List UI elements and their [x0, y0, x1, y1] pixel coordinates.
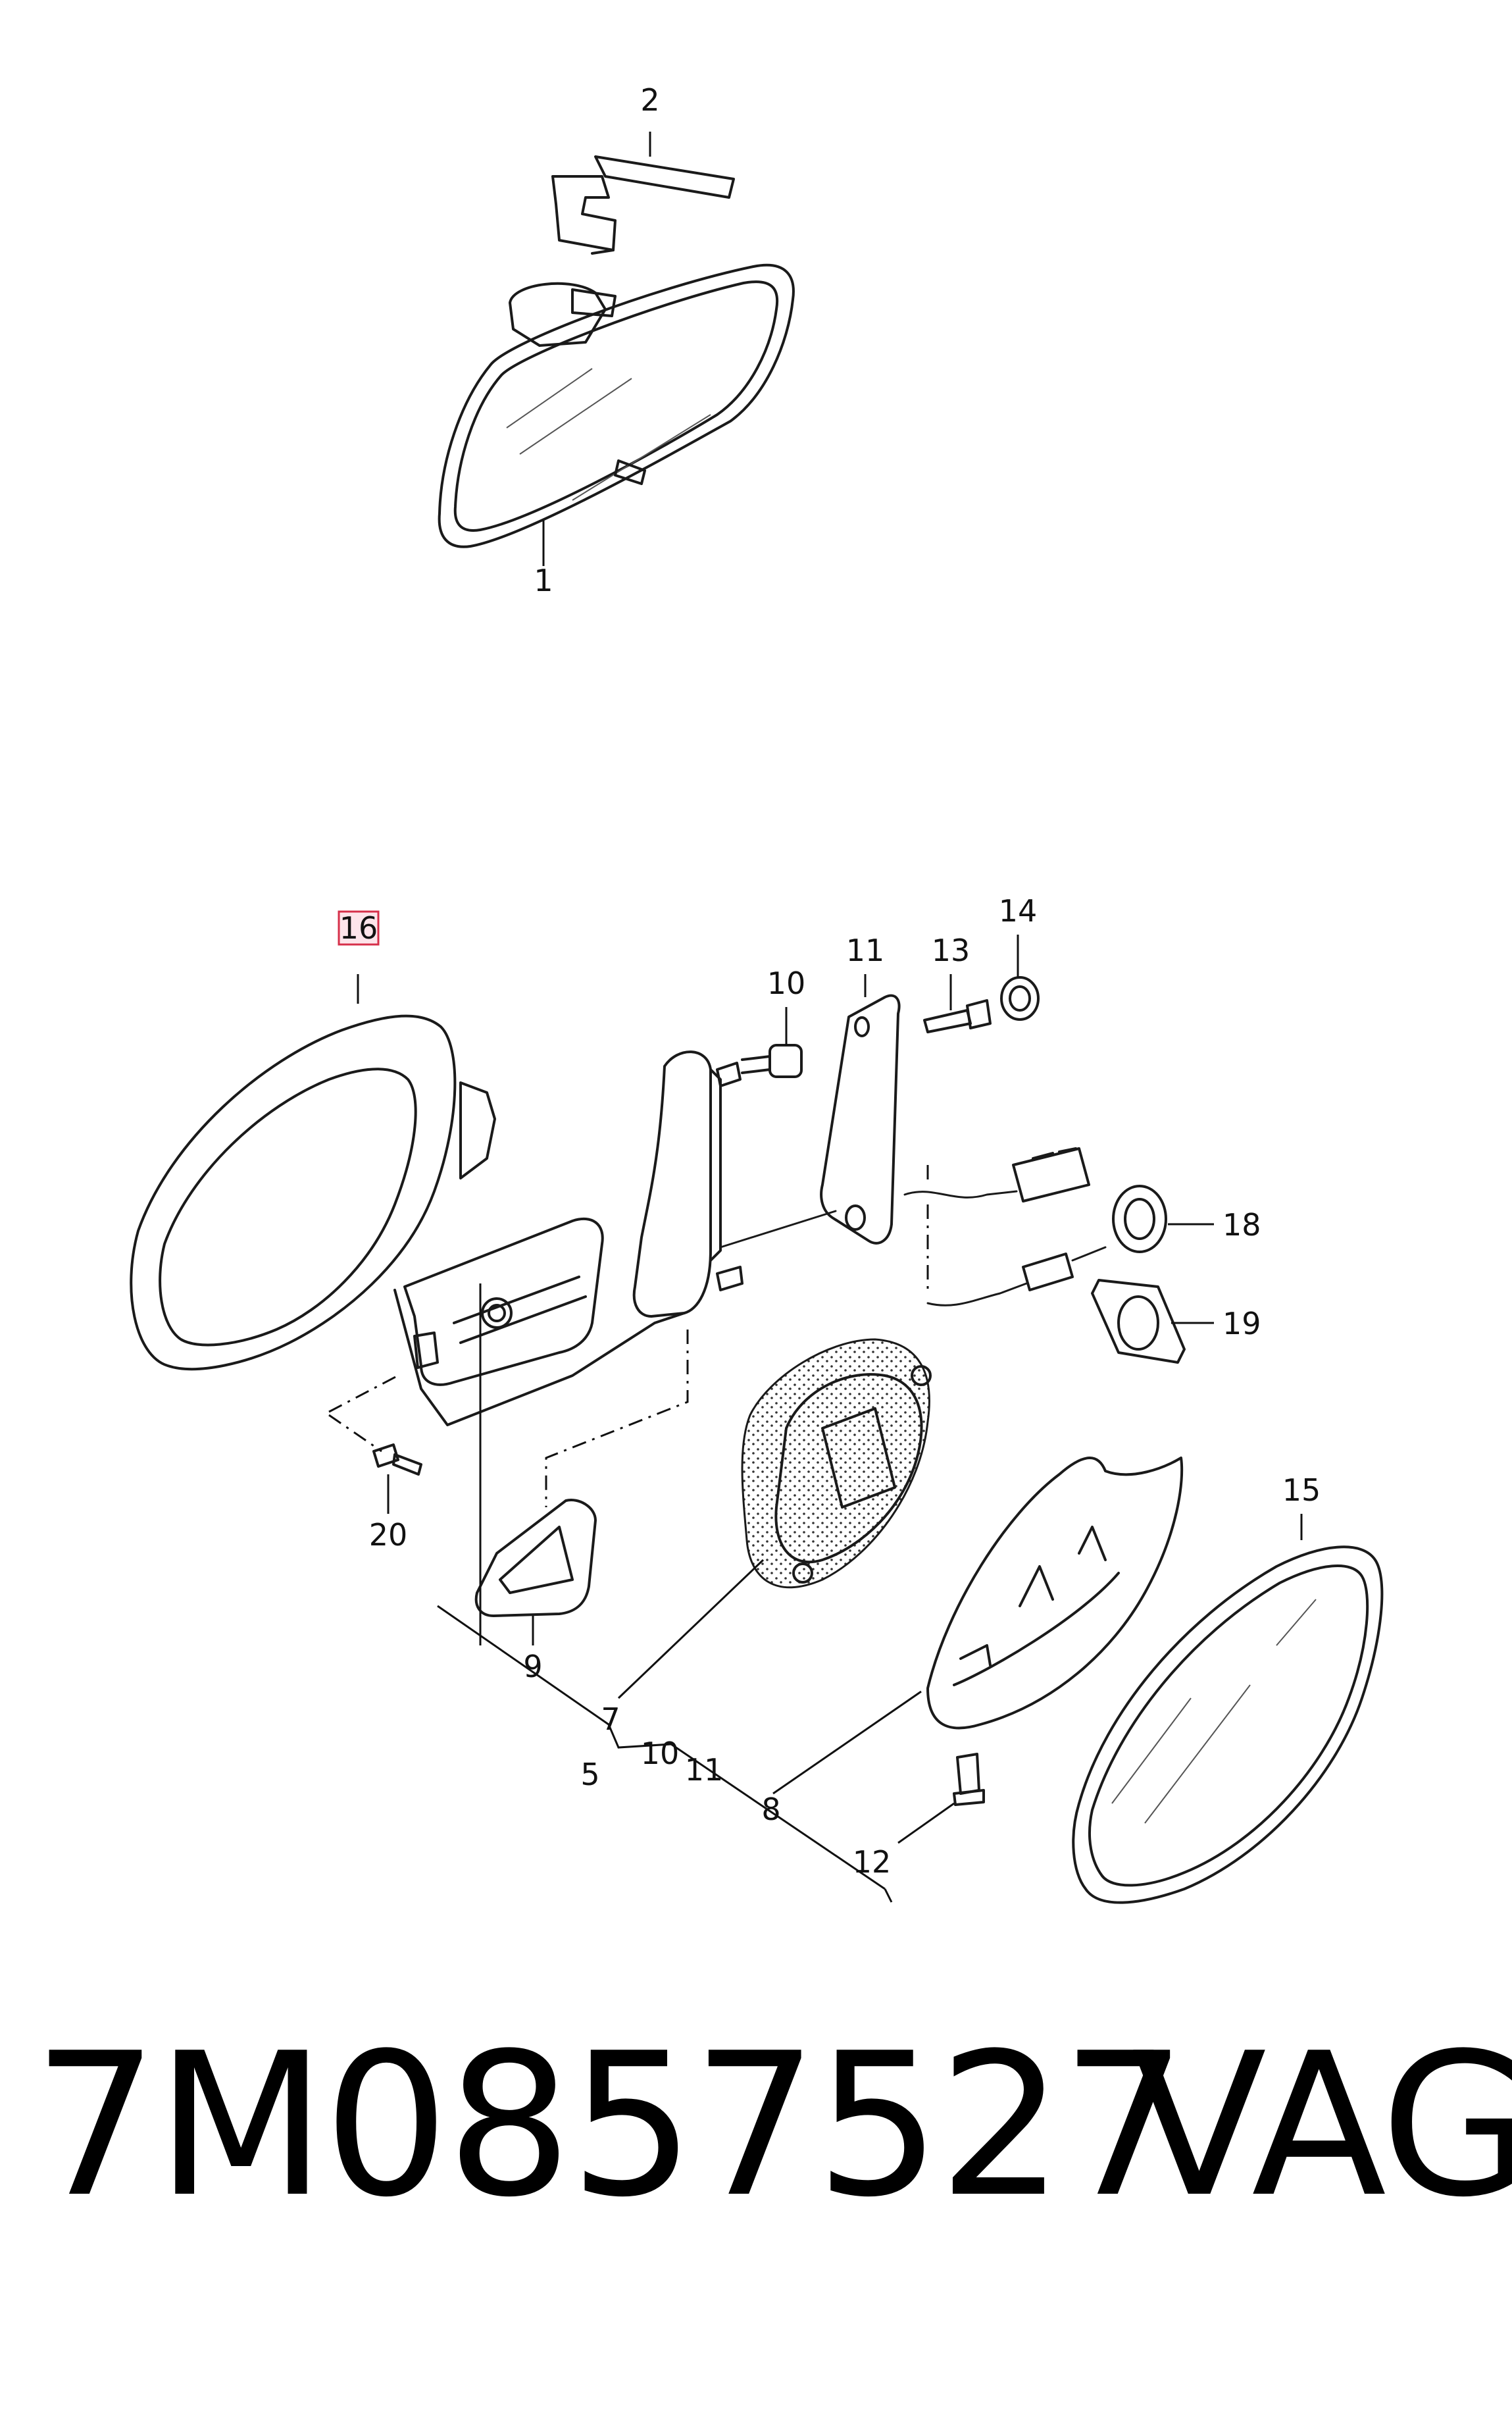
callout-14: 14	[999, 893, 1038, 929]
callout-13: 13	[932, 933, 970, 968]
callout-5: 5	[580, 1757, 599, 1792]
wiring-harness	[903, 1147, 1107, 1306]
screw	[923, 999, 992, 1033]
mirror-base-bracket	[393, 1050, 837, 1426]
lamp-seal	[1091, 1279, 1186, 1364]
callout-10-top: 10	[767, 966, 806, 1001]
callout-labels: 2 1 16 14 11 13 10 18 19 15 20 9 7 10 11…	[340, 82, 1321, 1880]
callout-16: 16	[340, 910, 378, 946]
interior-mirror	[438, 263, 795, 548]
callout-11-bottom: 11	[685, 1752, 724, 1788]
callout-8: 8	[761, 1792, 780, 1827]
housing-screw	[372, 1443, 422, 1476]
part-number: 7M0857527	[33, 2011, 1187, 2240]
callout-15: 15	[1282, 1472, 1321, 1508]
interior-mirror-bracket	[551, 155, 735, 255]
nut	[1000, 976, 1040, 1021]
callout-12: 12	[853, 1844, 892, 1880]
plate-screw	[953, 1753, 985, 1806]
mirror-housing	[130, 1014, 496, 1371]
glass-carrier-plate	[926, 1457, 1184, 1730]
callout-1: 1	[534, 563, 553, 598]
callout-9: 9	[523, 1649, 542, 1684]
callout-18: 18	[1222, 1207, 1261, 1243]
callout-19: 19	[1222, 1306, 1261, 1341]
callout-20: 20	[369, 1517, 408, 1553]
cover-cap	[474, 1499, 597, 1617]
callout-2: 2	[640, 82, 659, 118]
callout-7: 7	[601, 1701, 620, 1737]
lamp-holder	[1112, 1185, 1167, 1253]
callout-11-top: 11	[846, 933, 885, 968]
callout-10-bottom: 10	[641, 1736, 680, 1771]
callout-16-highlight	[338, 910, 380, 946]
gasket-plate	[820, 994, 901, 1245]
bush	[741, 1044, 803, 1078]
mirror-glass	[1072, 1545, 1384, 1904]
leader-lines	[328, 132, 1303, 1903]
brand-name: VAG	[1132, 2011, 1512, 2240]
adjusting-motor	[741, 1338, 932, 1589]
